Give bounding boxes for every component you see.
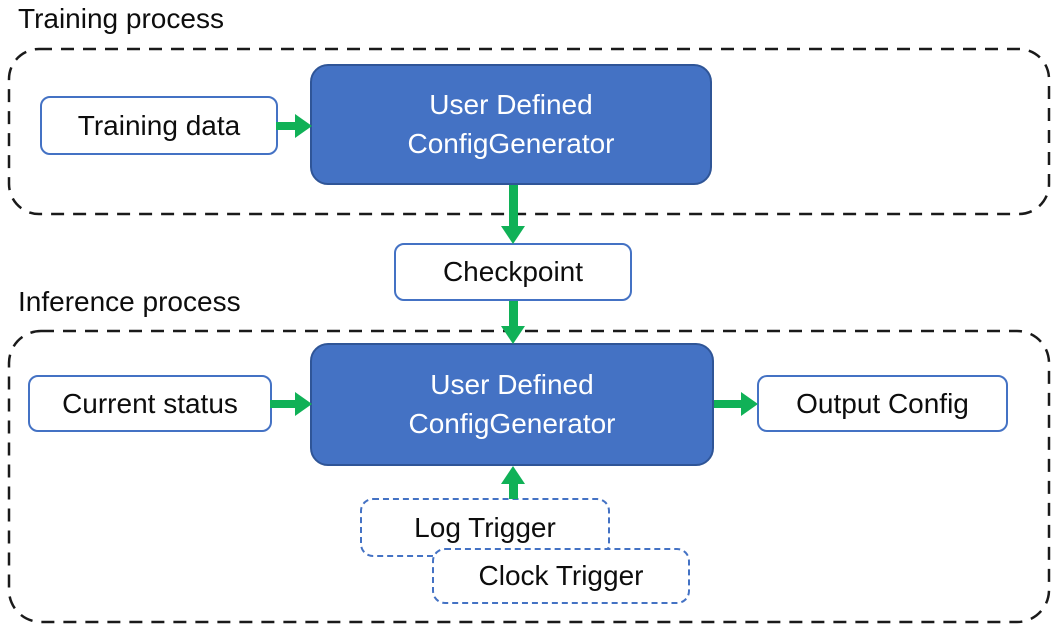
- checkpoint-label: Checkpoint: [442, 256, 584, 287]
- inference-generator-line2: ConfigGenerator: [408, 407, 616, 439]
- training-config-generator-box: User Defined ConfigGenerator: [310, 64, 712, 185]
- output-config-label: Output Config: [796, 387, 969, 419]
- arrow-up-triggers-to-generator-icon: [501, 466, 526, 499]
- inference-config-generator-box: User Defined ConfigGenerator: [310, 343, 714, 466]
- inference-process-label: Inference process: [18, 286, 241, 317]
- arrow-right-current-status-to-generator-icon: [270, 392, 312, 416]
- training-process-label: Training process: [18, 3, 224, 34]
- output-config-box: Output Config: [757, 375, 1008, 432]
- current-status-box: Current status: [28, 375, 272, 432]
- clock-trigger-label: Clock Trigger: [478, 560, 644, 591]
- training-data-box: Training data: [40, 96, 278, 155]
- training-generator-line1: User Defined: [429, 89, 593, 121]
- training-data-label: Training data: [77, 109, 241, 141]
- inference-generator-line1: User Defined: [430, 369, 594, 401]
- log-trigger-label: Log Trigger: [414, 511, 556, 543]
- arrow-down-checkpoint-to-generator-icon: [501, 301, 526, 344]
- arrow-down-generator-to-checkpoint-icon: [501, 185, 526, 244]
- checkpoint-box: Checkpoint: [394, 243, 632, 301]
- arrow-right-generator-to-output-config-icon: [714, 392, 758, 416]
- training-generator-line2: ConfigGenerator: [407, 127, 615, 159]
- current-status-label: Current status: [62, 387, 238, 419]
- arrow-right-training-data-to-generator-icon: [276, 114, 312, 138]
- clock-trigger-box: Clock Trigger: [432, 548, 690, 604]
